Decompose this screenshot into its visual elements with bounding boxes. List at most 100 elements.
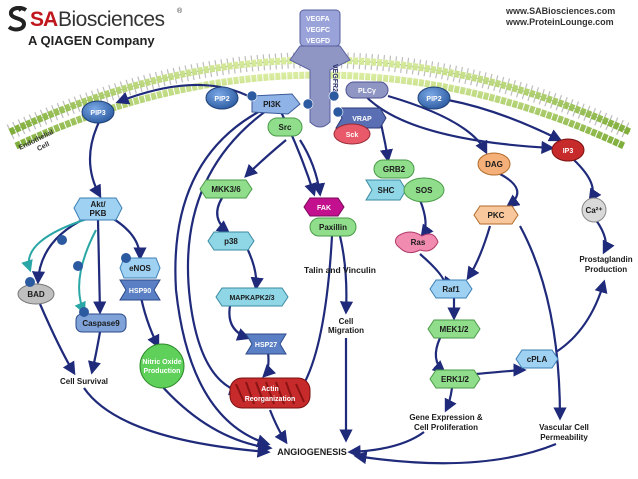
node-src: Src bbox=[267, 117, 303, 137]
svg-text:HSP90: HSP90 bbox=[129, 288, 151, 295]
svg-text:cPLA: cPLA bbox=[527, 355, 548, 364]
phospho-akt bbox=[25, 235, 131, 317]
brand-suffix: Biosciences bbox=[58, 8, 165, 31]
arrow-gene-angio bbox=[347, 431, 425, 459]
svg-text:PKB: PKB bbox=[90, 209, 107, 218]
arrow-hsp27-actin bbox=[262, 351, 277, 378]
arrow-plc-dag bbox=[387, 94, 488, 155]
svg-text:Prostaglandin: Prostaglandin bbox=[579, 255, 632, 264]
arrow-plc-ip3 bbox=[359, 89, 555, 155]
svg-text:Cell: Cell bbox=[339, 317, 354, 326]
node-bad: BAD bbox=[17, 283, 55, 305]
arrow-pip3-akt bbox=[88, 119, 102, 199]
node-ras: Ras bbox=[394, 231, 439, 254]
phospho-markers bbox=[246, 90, 344, 118]
website-1: www.SABiosciences.com bbox=[506, 6, 616, 16]
svg-text:Caspase9: Caspase9 bbox=[82, 319, 120, 328]
svg-text:Reorganization: Reorganization bbox=[245, 396, 296, 403]
node-plcy: PLCγ bbox=[345, 81, 389, 99]
svg-text:eNOS: eNOS bbox=[129, 264, 151, 273]
node-caspase9: Caspase9 bbox=[75, 313, 127, 333]
svg-text:Actin: Actin bbox=[261, 386, 279, 393]
node-paxillin: Paxillin bbox=[309, 217, 357, 237]
svg-text:GRB2: GRB2 bbox=[383, 165, 406, 174]
svg-text:Ras: Ras bbox=[411, 238, 426, 247]
ligand-vegfa: VEGFA bbox=[306, 16, 330, 23]
arrow-pi3k-angio bbox=[174, 109, 271, 448]
arrow-dag-pkc bbox=[499, 173, 521, 208]
svg-text:FAK: FAK bbox=[317, 205, 331, 212]
website-2: www.ProteinLounge.com bbox=[506, 17, 614, 27]
label-angiogenesis: ANGIOGENESIS bbox=[277, 447, 347, 457]
brand-prefix: SA bbox=[30, 8, 58, 31]
node-vrap: VRAP bbox=[335, 107, 387, 129]
node-sos: SOS bbox=[403, 177, 445, 203]
svg-text:SOS: SOS bbox=[416, 186, 434, 195]
svg-text:Akt/: Akt/ bbox=[90, 200, 106, 209]
inhibit-akt-bad bbox=[21, 217, 91, 273]
node-cpla: cPLA bbox=[515, 349, 559, 369]
membrane-label-line2: Cell bbox=[36, 141, 51, 153]
vegfr2-receptor: VEGFA VEGFC VEGFD VEGFR2 bbox=[289, 9, 351, 128]
arrow-src-fak bbox=[299, 139, 326, 197]
arrow-ip3-ca bbox=[573, 159, 602, 203]
node-fak: FAK bbox=[303, 197, 345, 217]
node-grb2: GRB2 bbox=[373, 159, 415, 179]
trademark: ® bbox=[177, 8, 183, 15]
node-p38: p38 bbox=[207, 231, 255, 251]
svg-text:Ca²⁺: Ca²⁺ bbox=[585, 206, 602, 215]
arrow-caspase-survival bbox=[87, 331, 102, 375]
node-sck: Sck bbox=[333, 123, 371, 145]
svg-text:PKC: PKC bbox=[488, 211, 505, 220]
svg-text:SHC: SHC bbox=[378, 186, 395, 195]
svg-text:Production: Production bbox=[144, 368, 181, 375]
arrow-pi3k-actin bbox=[186, 107, 271, 396]
arrow-paxillin-actin bbox=[294, 235, 334, 399]
svg-text:PIP2: PIP2 bbox=[214, 96, 229, 103]
node-dag: DAG bbox=[477, 152, 511, 176]
receptor-name: VEGFR2 bbox=[331, 64, 338, 92]
svg-text:MEK1/2: MEK1/2 bbox=[440, 325, 469, 334]
node-pip3: PIP3 bbox=[81, 100, 115, 124]
svg-text:Raf1: Raf1 bbox=[442, 285, 460, 294]
svg-text:IP3: IP3 bbox=[563, 148, 574, 155]
svg-text:Permeability: Permeability bbox=[540, 433, 588, 442]
pathway-arrows bbox=[31, 83, 615, 465]
svg-text:VRAP: VRAP bbox=[352, 116, 372, 123]
logo-mark-icon bbox=[6, 6, 30, 32]
svg-text:Migration: Migration bbox=[328, 326, 364, 335]
ligand-vegfc: VEGFC bbox=[306, 27, 330, 34]
node-akt: Akt/ PKB bbox=[73, 197, 123, 221]
label-gene-expression: Gene Expression & Cell Proliferation bbox=[409, 413, 483, 432]
svg-text:Nitric Oxide: Nitric Oxide bbox=[142, 359, 181, 366]
arrow-cpla-prostaglandin bbox=[555, 279, 608, 353]
svg-text:DAG: DAG bbox=[485, 160, 503, 169]
svg-text:Cell Proliferation: Cell Proliferation bbox=[414, 423, 478, 432]
node-erk12: ERK1/2 bbox=[429, 369, 481, 389]
brand-subtitle: A QIAGEN Company bbox=[28, 33, 155, 48]
talin-callout bbox=[296, 262, 384, 276]
svg-text:MKK3/6: MKK3/6 bbox=[211, 185, 241, 194]
arrow-pkc-raf bbox=[466, 225, 492, 281]
node-hsp90: HSP90 bbox=[119, 279, 161, 301]
svg-text:PI3K: PI3K bbox=[263, 100, 281, 109]
label-vascular-permeability: Vascular Cell Permeability bbox=[539, 423, 589, 442]
label-prostaglandin: Prostaglandin Production bbox=[579, 255, 632, 274]
svg-text:Src: Src bbox=[279, 123, 292, 132]
svg-text:BAD: BAD bbox=[27, 290, 45, 299]
svg-text:p38: p38 bbox=[224, 237, 238, 246]
svg-text:Production: Production bbox=[585, 265, 627, 274]
node-hsp27: HSP27 bbox=[245, 333, 287, 355]
svg-text:Sck: Sck bbox=[346, 132, 359, 139]
node-actin: Actin Reorganization bbox=[229, 377, 311, 409]
node-mkk36: MKK3/6 bbox=[199, 179, 253, 199]
arrow-src-mkk bbox=[244, 139, 287, 178]
inhibition-arrows bbox=[21, 217, 97, 315]
label-cell-survival: Cell Survival bbox=[60, 377, 108, 386]
ligand-vegfd: VEGFD bbox=[306, 38, 330, 45]
svg-text:ERK1/2: ERK1/2 bbox=[441, 375, 470, 384]
svg-text:PIP3: PIP3 bbox=[90, 110, 105, 117]
arrow-ca-prostaglandin bbox=[595, 219, 615, 255]
